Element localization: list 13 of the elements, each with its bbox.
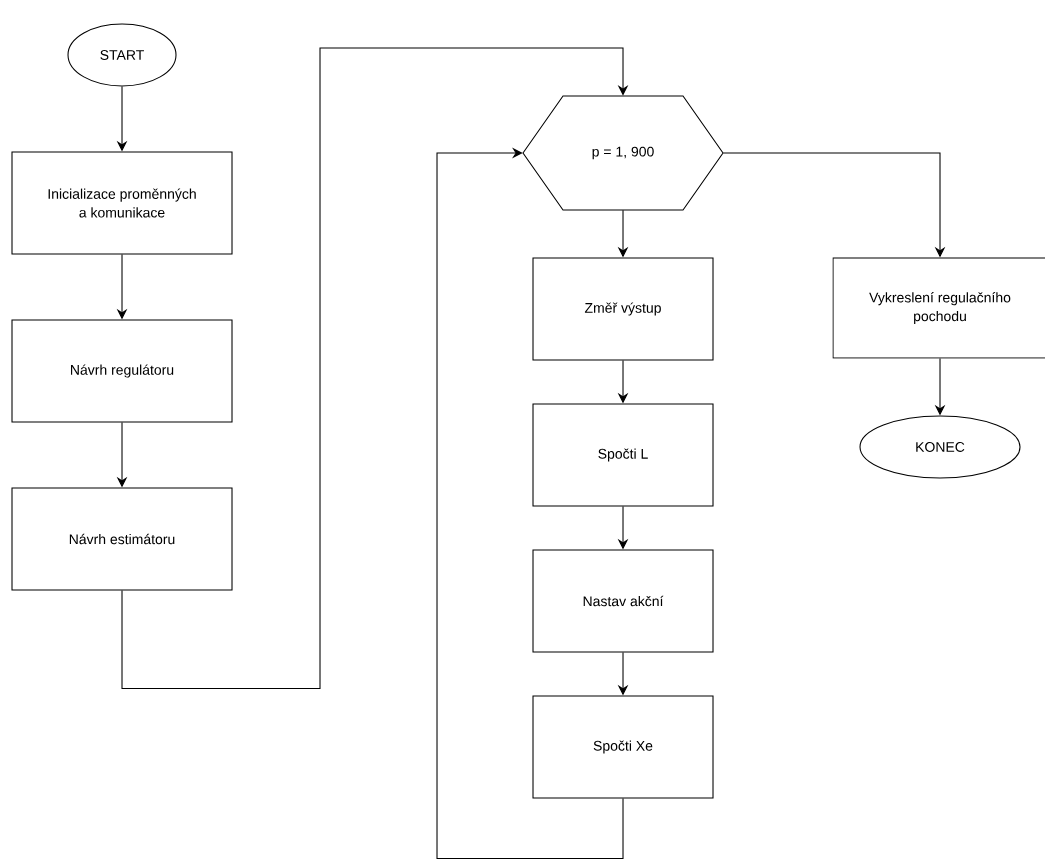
- terminal-oval: START: [67, 23, 177, 87]
- process-box: Návrh regulátoru: [11, 319, 233, 423]
- terminal-oval: KONEC: [859, 415, 1021, 479]
- process-box: Inicializace proměnných a komunikace: [11, 151, 233, 255]
- process-box: Změř výstup: [532, 257, 714, 361]
- process-box: Vykreslení regulačního pochodu: [832, 257, 1045, 359]
- process-box: Návrh estimátoru: [11, 487, 233, 591]
- process-box: Spočti L: [532, 403, 714, 507]
- process-box: Spočti Xe: [532, 695, 714, 799]
- loop-hexagon: p = 1, 900: [522, 95, 724, 211]
- process-box: Nastav akční: [532, 549, 714, 653]
- arrow: [436, 147, 624, 860]
- arrow: [121, 47, 629, 690]
